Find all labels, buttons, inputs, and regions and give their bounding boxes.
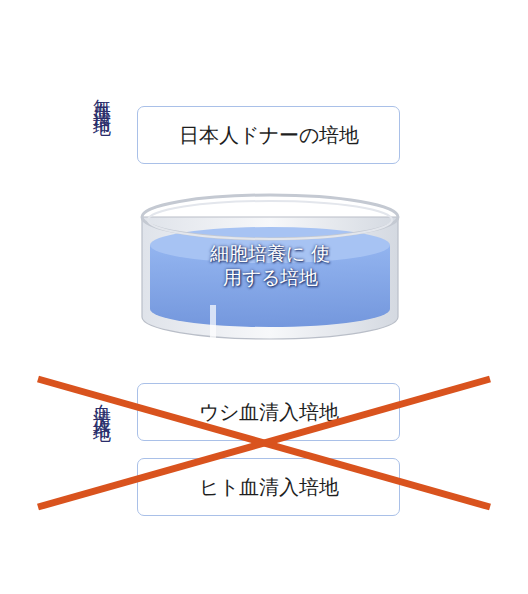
glass-highlight xyxy=(210,305,216,345)
dish-rim xyxy=(148,201,392,239)
medium-box: 日本人ドナーの培地 xyxy=(137,106,400,164)
node-text: 日本人ドナーの培地 xyxy=(179,122,359,149)
cross-stroke xyxy=(38,379,490,507)
cross-stroke xyxy=(38,379,490,507)
dish-body xyxy=(142,217,398,339)
medium-box: ヒト血清入培地 xyxy=(137,458,400,516)
group-label: 無血清培地 xyxy=(90,84,114,109)
group-label: 血清入培地 xyxy=(90,390,114,415)
node-text: ヒト血清入培地 xyxy=(199,474,339,501)
node-text: 細胞培養に 使用する培地 xyxy=(205,241,335,289)
node-text: ウシ血清入培地 xyxy=(199,399,339,426)
petri-dish: 細胞培養に 使用する培地 xyxy=(140,193,400,345)
medium-box: ウシ血清入培地 xyxy=(137,383,400,441)
dish-rim xyxy=(142,195,398,239)
